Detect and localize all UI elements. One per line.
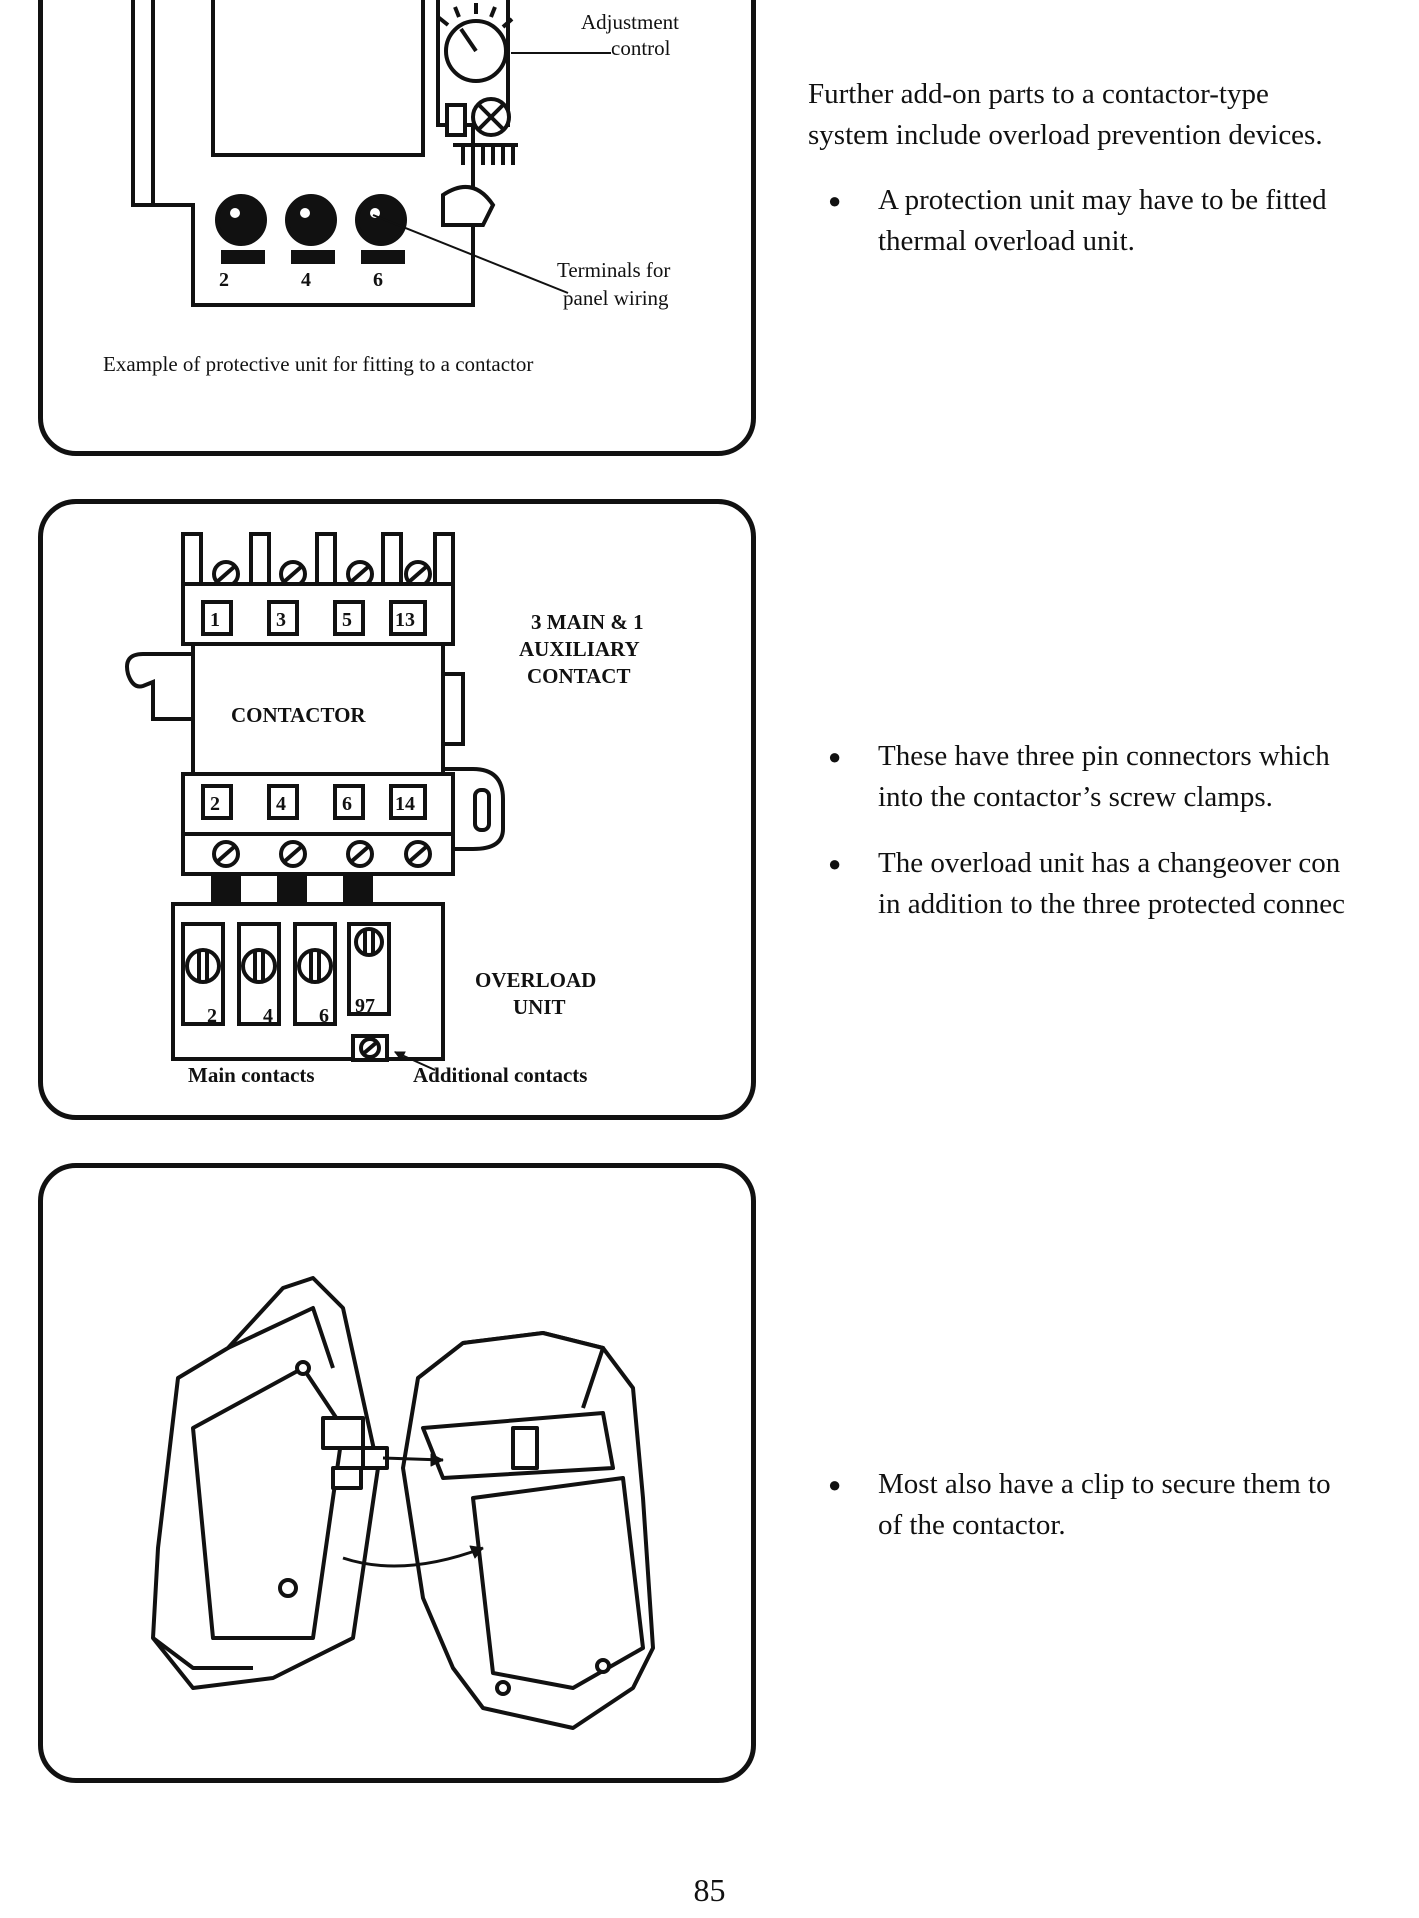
bullet-changeover-contact: ● The overload unit has a changeover con… xyxy=(828,843,1419,925)
label-overload: OVERLOAD xyxy=(475,968,596,992)
label-terminals-for: Terminals for xyxy=(557,258,670,282)
overload-terminal-4: 4 xyxy=(263,1005,273,1027)
overload-terminal-2: 2 xyxy=(207,1005,217,1027)
label-additional-contacts: Additional contacts xyxy=(413,1063,587,1087)
bullet-line: thermal overload unit. xyxy=(878,225,1135,257)
bullet-clip: ● Most also have a clip to secure them t… xyxy=(828,1464,1419,1546)
terminal-number-2: 2 xyxy=(219,269,229,291)
intro-paragraph-line2: system include overload prevention devic… xyxy=(808,119,1323,151)
bottom-terminal-2: 2 xyxy=(210,793,220,815)
top-terminal-3: 3 xyxy=(276,609,286,631)
terminal-number-4: 4 xyxy=(301,269,311,291)
bullet-line: in addition to the three protected conne… xyxy=(878,888,1346,920)
bullet-protection-unit: ● A protection unit may have to be fitte… xyxy=(828,180,1419,262)
top-terminal-5: 5 xyxy=(342,609,352,631)
bullet-line: into the contactor’s screw clamps. xyxy=(878,781,1273,813)
protective-unit-illustration: 2 4 6 Adjustment control Terminals for p… xyxy=(103,0,679,376)
bullet-line: A protection unit may have to be fitted xyxy=(878,184,1327,216)
bottom-terminal-6: 6 xyxy=(342,793,352,815)
bullet-pin-connectors: ● These have three pin connectors which … xyxy=(828,736,1419,818)
top-terminal-1: 1 xyxy=(210,609,220,631)
bullet-line: Most also have a clip to secure them to xyxy=(878,1468,1331,1500)
intro-paragraph-line1: Further add-on parts to a contactor-type xyxy=(808,78,1269,110)
figure-caption: Example of protective unit for fitting t… xyxy=(103,352,533,376)
bullet-icon: ● xyxy=(828,188,842,213)
label-unit: UNIT xyxy=(513,995,566,1019)
terminal-number-6: 6 xyxy=(373,269,383,291)
label-contactor: CONTACTOR xyxy=(231,703,366,727)
overload-terminal-6: 6 xyxy=(319,1005,329,1027)
label-panel-wiring: panel wiring xyxy=(563,286,669,310)
bullet-line: These have three pin connectors which xyxy=(878,740,1330,772)
bottom-terminal-14: 14 xyxy=(395,793,415,815)
label-auxiliary: AUXILIARY xyxy=(519,637,640,661)
label-3-main-1: 3 MAIN & 1 xyxy=(531,610,644,634)
bullet-line: The overload unit has a changeover con xyxy=(878,847,1341,879)
label-adjustment: Adjustment xyxy=(581,10,679,34)
figure-panel-contactor: 1 3 5 13 2 4 6 14 2 4 6 97 CONTACTOR 3 M… xyxy=(38,499,756,1120)
bottom-terminal-4: 4 xyxy=(276,793,286,815)
bullet-line: of the contactor. xyxy=(878,1509,1066,1541)
bullet-icon: ● xyxy=(828,744,842,769)
page-number: 85 xyxy=(693,1872,726,1908)
overload-terminal-97: 97 xyxy=(355,995,375,1017)
bullet-icon: ● xyxy=(828,1472,842,1497)
figure-panel-protective-unit: 2 4 6 Adjustment control Terminals for p… xyxy=(38,0,756,456)
clip-assembly-illustration xyxy=(151,1276,655,1730)
contactor-illustration: 1 3 5 13 2 4 6 14 2 4 6 97 CONTACTOR 3 M… xyxy=(125,532,644,1087)
label-control: control xyxy=(611,36,671,60)
label-main-contacts: Main contacts xyxy=(188,1063,315,1087)
figure-panel-clip-assembly xyxy=(38,1163,756,1783)
label-contact: CONTACT xyxy=(527,664,630,688)
top-terminal-13: 13 xyxy=(395,609,415,631)
bullet-icon: ● xyxy=(828,851,842,876)
